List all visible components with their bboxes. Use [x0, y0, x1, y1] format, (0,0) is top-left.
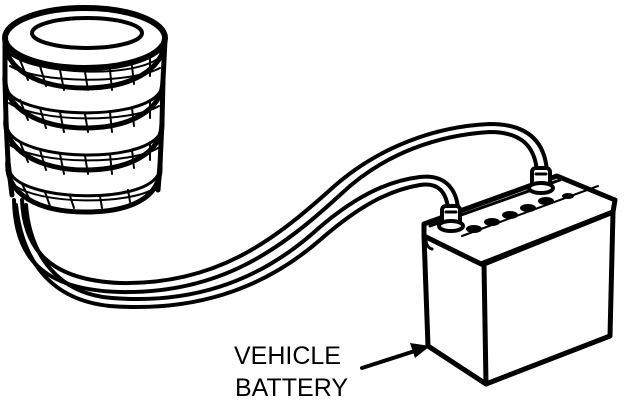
callout-arrow-line — [360, 348, 420, 370]
terminal-far — [527, 166, 555, 195]
label-line-1: VEHICLE — [234, 342, 341, 370]
label-line-2: BATTERY — [235, 374, 348, 400]
terminal-near — [437, 204, 465, 233]
tire-stack — [2, 5, 168, 215]
cable-upper — [12, 122, 549, 295]
callout-arrowhead — [410, 343, 430, 358]
jumper-cables — [12, 122, 549, 310]
battery-callout: VEHICLE BATTERY — [234, 342, 430, 400]
vehicle-battery — [421, 166, 618, 387]
cell-caps — [461, 185, 599, 237]
cable-lower — [14, 174, 460, 310]
